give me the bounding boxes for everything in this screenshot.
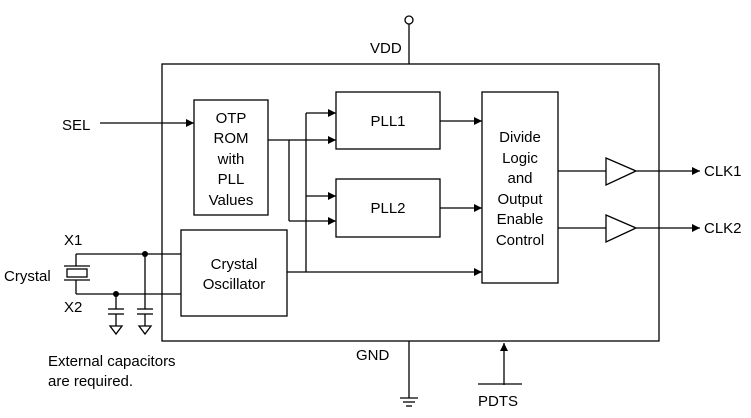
crystal-wires (76, 253, 181, 295)
note-line-2: are required. (48, 373, 133, 390)
chip-outline (161, 63, 660, 342)
vdd-terminal (404, 15, 414, 25)
note-line-1: External capacitors (48, 353, 176, 370)
otp-rom-block (193, 99, 269, 216)
x1-label: X1 (64, 232, 82, 249)
otp-label-line-2: ROM (214, 130, 249, 147)
divide-label-line-4: Output (497, 191, 543, 208)
sel-label: SEL (62, 117, 90, 134)
vdd-label: VDD (370, 40, 402, 57)
otp-label-line-3: with (217, 151, 245, 168)
pll2-block (335, 178, 441, 238)
buffer2-symbol (605, 214, 638, 244)
divide-label-line-5: Enable (497, 211, 544, 228)
otp-label-line-1: OTP (216, 110, 247, 127)
oscillator-output-wires (287, 196, 482, 276)
divide-label-line-3: and (507, 170, 532, 187)
crystal-label: Crystal (4, 268, 51, 285)
divide-logic-block (481, 91, 559, 284)
divide-label-line-2: Logic (502, 150, 538, 167)
otp-label-line-4: PLL (218, 171, 245, 188)
pll2-label: PLL2 (370, 200, 405, 217)
pll1-label: PLL1 (370, 113, 405, 130)
oscillator-label-line-2: Oscillator (203, 276, 266, 293)
pll1-block (335, 91, 441, 150)
clk1-label: CLK1 (704, 163, 742, 180)
capacitor-x2 (108, 294, 124, 336)
divide-label-line-1: Divide (499, 129, 541, 146)
buffer1-symbol (605, 157, 638, 187)
otp-to-pll-wires (268, 109, 336, 225)
crystal-oscillator-block (180, 229, 288, 317)
oscillator-label-line-1: Crystal (211, 256, 258, 273)
crystal-symbol (64, 254, 90, 294)
ground-symbol (400, 397, 418, 407)
capacitor-x1 (137, 254, 153, 336)
gnd-label: GND (356, 347, 390, 364)
clk2-label: CLK2 (704, 220, 742, 237)
otp-label-line-5: Values (209, 192, 254, 209)
x2-label: X2 (64, 299, 82, 316)
pdts-label: PDTS (478, 393, 518, 410)
divide-label-line-6: Control (496, 232, 544, 249)
